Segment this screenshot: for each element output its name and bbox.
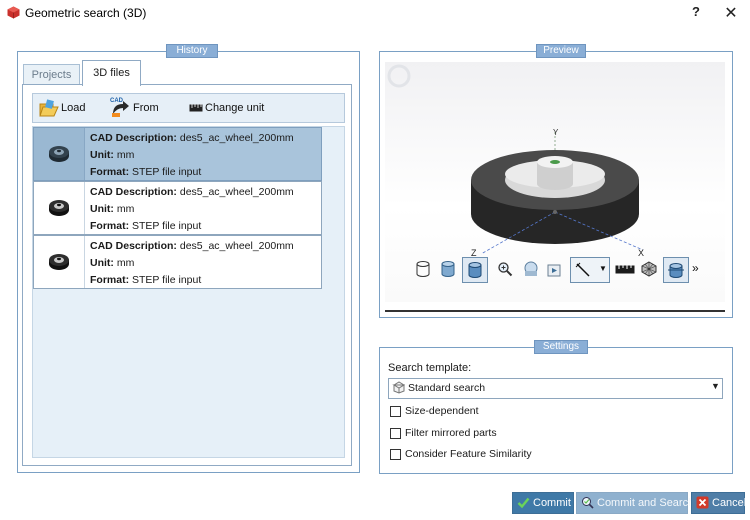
tab-projects[interactable]: Projects bbox=[23, 64, 80, 85]
wheel-thumbnail-icon bbox=[49, 254, 69, 270]
cylinder-section-icon bbox=[668, 263, 684, 278]
cad-import-icon bbox=[112, 101, 129, 117]
zoom-icon[interactable] bbox=[497, 261, 513, 277]
item-thumbnail bbox=[34, 128, 85, 180]
format-label: Format: bbox=[90, 274, 130, 286]
preview-divider bbox=[385, 310, 725, 312]
desc-label: CAD Description: bbox=[90, 186, 177, 198]
checkmark-icon bbox=[517, 497, 530, 509]
item-thumbnail bbox=[34, 182, 85, 234]
diagonal-line-icon bbox=[575, 262, 590, 277]
template-cube-icon bbox=[392, 381, 405, 394]
item-thumbnail bbox=[34, 236, 85, 288]
commit-label: Commit bbox=[533, 497, 571, 509]
title-bar: Geometric search (3D) ? ✕ bbox=[0, 0, 750, 26]
help-button[interactable]: ? bbox=[692, 4, 700, 19]
format-value: STEP file input bbox=[132, 220, 202, 232]
format-label: Format: bbox=[90, 166, 130, 178]
window-title: Geometric search (3D) bbox=[25, 6, 147, 20]
desc-label: CAD Description: bbox=[90, 132, 177, 144]
3d-viewport[interactable]: Y X Z ▼ » bbox=[385, 62, 725, 302]
wheel-3d-model bbox=[387, 64, 644, 255]
from-cad-button[interactable]: CAD From CAD bbox=[109, 94, 181, 142]
settings-group bbox=[379, 347, 733, 474]
list-item[interactable]: CAD Description: des5_ac_wheel_200mm Uni… bbox=[33, 127, 322, 181]
commit-and-search-button[interactable]: Commit and Search bbox=[576, 492, 694, 514]
format-value: STEP file input bbox=[132, 166, 202, 178]
format-label: Format: bbox=[90, 220, 130, 232]
unit-label: Unit: bbox=[90, 257, 114, 269]
preview-title: Preview bbox=[536, 44, 586, 58]
cylinder-solid-icon bbox=[468, 262, 482, 278]
size-dependent-checkbox[interactable] bbox=[390, 406, 401, 417]
filter-mirrored-checkbox[interactable] bbox=[390, 428, 401, 439]
search-template-value: Standard search bbox=[408, 382, 486, 394]
search-template-select[interactable] bbox=[388, 378, 723, 399]
cancel-button[interactable]: Cancel bbox=[691, 492, 747, 514]
change-unit-button[interactable]: Change unit bbox=[187, 94, 267, 122]
cad-badge: CAD bbox=[110, 98, 123, 104]
unit-value: mm bbox=[116, 257, 135, 269]
chevron-down-icon: ▼ bbox=[599, 264, 607, 273]
filter-mirrored-label: Filter mirrored parts bbox=[405, 427, 497, 439]
mesh-sphere-icon[interactable] bbox=[641, 261, 657, 277]
tab-3d-files[interactable]: 3D files bbox=[82, 60, 141, 86]
unit-value: mm bbox=[116, 203, 135, 215]
list-item[interactable]: CAD Description: des5_ac_wheel_200mm Uni… bbox=[33, 235, 322, 289]
list-item[interactable]: CAD Description: des5_ac_wheel_200mm Uni… bbox=[33, 181, 322, 235]
settings-title: Settings bbox=[534, 340, 588, 354]
wheel-thumbnail-icon bbox=[49, 200, 69, 216]
section-view-toggle[interactable] bbox=[663, 257, 689, 283]
wheel-thumbnail-icon bbox=[49, 146, 69, 162]
cad-description: des5_ac_wheel_200mm bbox=[179, 132, 294, 144]
history-toolbar: Load file CAD From CAD Change unit bbox=[32, 93, 345, 142]
size-dependent-label: Size-dependent bbox=[405, 405, 479, 417]
load-file-button[interactable]: Load file bbox=[37, 94, 101, 142]
render-mode-active[interactable] bbox=[462, 257, 488, 283]
unit-label: Unit: bbox=[90, 149, 114, 161]
cancel-x-icon bbox=[696, 496, 709, 509]
change-unit-label: Change unit bbox=[205, 102, 265, 114]
unit-value: mm bbox=[116, 149, 135, 161]
search-check-icon bbox=[582, 497, 594, 509]
app-cube-icon bbox=[7, 6, 20, 19]
fit-view-icon[interactable] bbox=[522, 260, 540, 278]
commit-button[interactable]: Commit bbox=[512, 492, 574, 514]
axis-z-label: Z bbox=[471, 248, 477, 258]
measure-tool-dropdown[interactable]: ▼ bbox=[570, 257, 610, 283]
cad-description: des5_ac_wheel_200mm bbox=[179, 240, 294, 252]
search-template-label: Search template: bbox=[388, 362, 472, 374]
ruler-measure-icon[interactable] bbox=[615, 265, 635, 274]
commit-and-search-label: Commit and Search bbox=[597, 497, 695, 509]
cad-description: des5_ac_wheel_200mm bbox=[179, 186, 294, 198]
format-value: STEP file input bbox=[132, 274, 202, 286]
ruler-icon bbox=[189, 104, 203, 112]
feature-similarity-label: Consider Feature Similarity bbox=[405, 448, 532, 460]
feature-similarity-checkbox[interactable] bbox=[390, 449, 401, 460]
cylinder-shaded-icon[interactable] bbox=[440, 260, 456, 278]
axis-x-label: X bbox=[638, 248, 645, 258]
history-title: History bbox=[166, 44, 218, 58]
folder-open-icon bbox=[39, 99, 59, 117]
cancel-label: Cancel bbox=[712, 497, 747, 509]
more-tools-icon[interactable]: » bbox=[692, 261, 699, 275]
axis-y-label: Y bbox=[553, 128, 559, 137]
close-button[interactable]: ✕ bbox=[724, 5, 738, 22]
unit-label: Unit: bbox=[90, 203, 114, 215]
history-list: CAD Description: des5_ac_wheel_200mm Uni… bbox=[32, 126, 345, 458]
chevron-down-icon[interactable]: ▼ bbox=[711, 381, 720, 391]
desc-label: CAD Description: bbox=[90, 240, 177, 252]
play-icon[interactable] bbox=[547, 262, 561, 278]
cylinder-outline-icon[interactable] bbox=[415, 260, 431, 278]
